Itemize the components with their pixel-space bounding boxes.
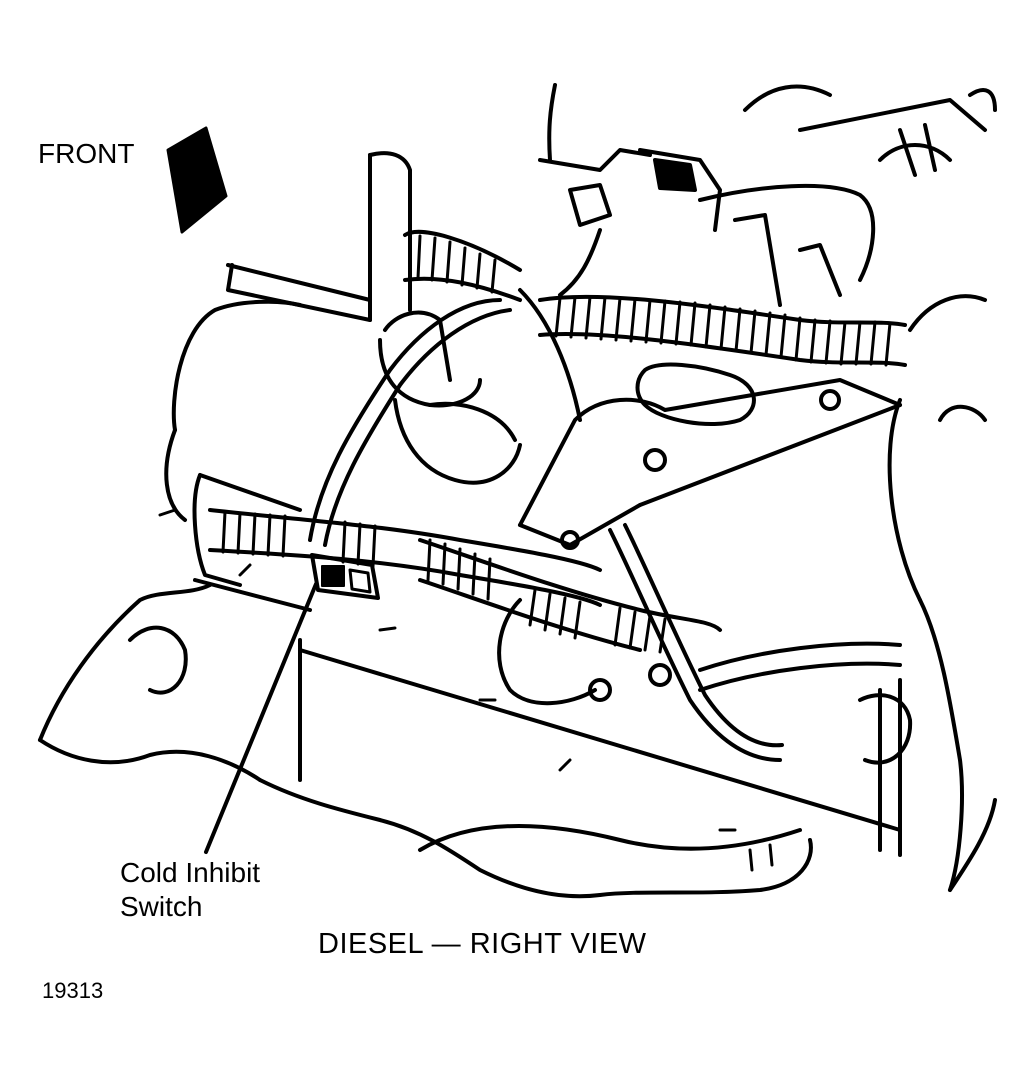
cold-inhibit-switch <box>310 553 380 600</box>
right-side-components <box>858 294 997 892</box>
figure-number: 19313 <box>42 978 104 1003</box>
thin-wires <box>308 288 582 547</box>
lower-wire-harness <box>208 508 722 654</box>
mounting-bracket <box>518 362 902 550</box>
front-arrow-icon <box>166 126 228 234</box>
detail-lines <box>158 508 774 872</box>
diagram-caption: DIESEL — RIGHT VIEW <box>318 928 647 960</box>
callout-label-line2: Switch <box>120 891 203 922</box>
engine-block <box>38 583 902 899</box>
injection-lines <box>497 523 902 762</box>
front-label: FRONT <box>38 138 135 169</box>
upper-right-components <box>538 83 997 307</box>
valve-cover <box>164 263 372 612</box>
upper-wire-harness <box>403 230 907 367</box>
callout-label-line1: Cold Inhibit <box>120 857 261 888</box>
callout-leader-line <box>204 582 318 854</box>
air-intake-pipe <box>368 151 522 485</box>
cold-inhibit-switch-label: Cold Inhibit Switch <box>120 856 260 924</box>
